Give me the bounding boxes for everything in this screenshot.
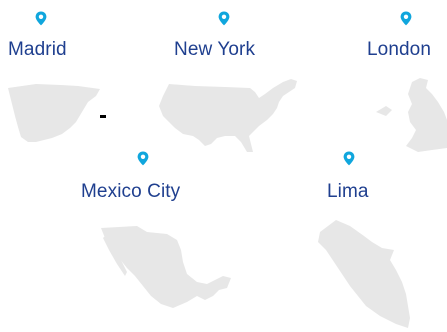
office-city-name: Madrid	[8, 39, 67, 60]
office-city-name: Mexico City	[81, 181, 181, 202]
office-city-name: New York	[174, 39, 256, 60]
office-city-name: London	[367, 39, 432, 60]
uk-map	[376, 78, 447, 152]
map-pin-icon	[35, 11, 47, 26]
spain-map	[8, 84, 106, 142]
office-city-name: Lima	[327, 181, 369, 202]
map-pin-icon	[137, 151, 149, 166]
map-pin-icon	[218, 11, 230, 26]
mexico-map	[101, 226, 231, 308]
map-pin-icon	[343, 151, 355, 166]
map-pin-icon	[400, 11, 412, 26]
peru-map	[318, 220, 410, 328]
usa-map	[159, 79, 297, 152]
